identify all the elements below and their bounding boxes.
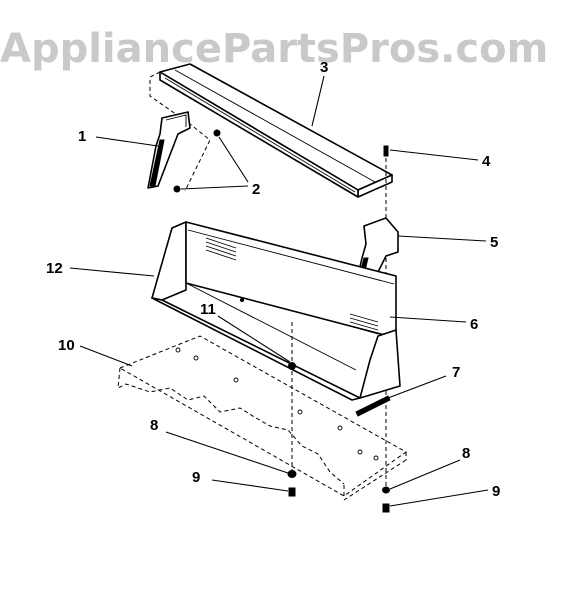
part-3-top-cap [159,63,393,198]
callout-4: 4 [482,153,491,170]
callout-9-right: 9 [492,483,500,500]
part-9-screw-right [382,503,390,513]
callout-9-left: 9 [192,469,200,486]
part-1-left-bracket [147,111,191,189]
callout-5: 5 [490,234,498,251]
screw-2a [213,129,221,137]
callout-8-left: 8 [150,417,158,434]
leader-lines [69,75,489,507]
part-8-washer-left [287,470,297,478]
callout-10: 10 [58,337,75,354]
part-10-base-panel [117,335,407,501]
callout-7: 7 [452,364,460,381]
callout-2: 2 [252,181,260,198]
callout-3: 3 [320,59,328,76]
part-4-screw [383,145,389,220]
callout-11: 11 [200,301,216,318]
part-7-rod [355,395,391,417]
callout-12: 12 [46,260,63,277]
alignment-line-left [149,71,211,192]
part-8-washer-right [382,486,390,494]
watermark-logo: AppliancePartsPros.com [0,26,548,72]
vent-slots-right [349,313,379,335]
part-9-screw-left [288,487,296,497]
vent-slots-left [205,237,237,261]
part-2-screws [173,129,221,193]
callout-1: 1 [78,128,86,145]
part-11-nut [288,362,296,370]
part-12-backsplash-trough [151,221,401,401]
callout-6: 6 [470,316,478,333]
callout-8-right: 8 [462,445,470,462]
screw-2b [173,185,181,193]
callout-numbers: 1 2 3 4 5 6 7 8 8 9 9 10 11 12 [46,59,500,500]
